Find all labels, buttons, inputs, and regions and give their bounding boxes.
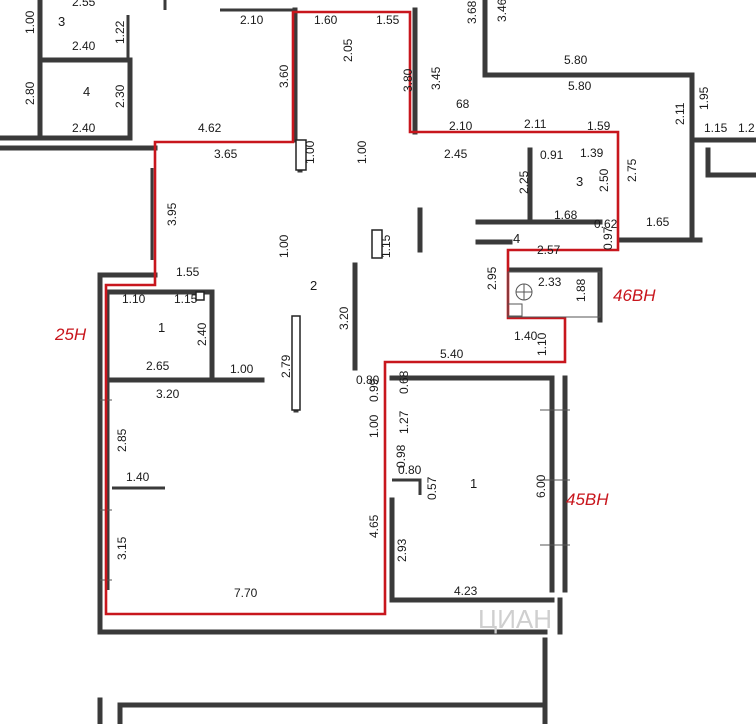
dim-label: 2.79 [279, 354, 293, 378]
dim-label: 2.25 [517, 170, 531, 194]
dim-label: 3.15 [115, 536, 129, 560]
dim-label: 2.85 [115, 428, 129, 452]
dim-label: 1.10 [122, 292, 146, 306]
dim-label: 2.80 [23, 81, 37, 105]
dim-label: 1.00 [277, 234, 291, 258]
zone-46bh: 46ВН [613, 286, 656, 305]
room-4-right: 4 [513, 231, 520, 246]
room-3-right: 3 [576, 174, 583, 189]
dim-label: 3.65 [214, 147, 238, 161]
dim-label: 1.00 [303, 140, 317, 164]
dim-label: 1.59 [587, 119, 611, 133]
dim-label: 3.20 [337, 306, 351, 330]
dim-label: 3.80 [401, 68, 415, 92]
dim-label: 0.57 [425, 476, 439, 500]
dim-label: 1.15 [379, 234, 393, 258]
dim-label: 4.65 [367, 514, 381, 538]
dim-label: 2.45 [444, 147, 468, 161]
dim-label: 2.05 [341, 38, 355, 62]
dim-label: 1.40 [514, 329, 538, 343]
dim-label: 3.95 [165, 202, 179, 226]
dim-label: 2.93 [395, 538, 409, 562]
dim-label: 5.80 [564, 53, 588, 67]
room-2: 2 [310, 278, 317, 293]
dim-label: 68 [456, 97, 470, 111]
dim-label: 3.45 [429, 66, 443, 90]
dim-label: 2.57 [537, 243, 561, 257]
dim-label: 2.95 [485, 266, 499, 290]
dim-label: 0.98 [394, 444, 408, 468]
dim-label: 1.00 [367, 414, 381, 438]
zone-codes: 25Н 46ВН 45ВН [54, 286, 656, 509]
dim-label: 3.20 [156, 387, 180, 401]
dim-label: 2.40 [195, 322, 209, 346]
dim-label: 5.40 [440, 347, 464, 361]
dim-label: 3.60 [277, 64, 291, 88]
dim-label: 3.68 [465, 0, 479, 24]
dim-label: 2.75 [625, 158, 639, 182]
dim-label: 2.65 [146, 359, 170, 373]
dim-label: 2.10 [449, 119, 473, 133]
dim-label: 2.30 [113, 84, 127, 108]
dim-label: 1.15 [704, 121, 728, 135]
dim-label: 2.10 [240, 13, 264, 27]
dim-label: 1.65 [646, 215, 670, 229]
dim-label: 4.62 [198, 121, 222, 135]
watermark: ЦИАН [478, 604, 552, 634]
dim-label: 2.11 [673, 102, 687, 125]
dim-label: 0.80 [356, 373, 380, 387]
dim-label: 1.2 [738, 121, 755, 135]
dim-label: 2.50 [597, 168, 611, 192]
dim-label: 0.91 [540, 148, 564, 162]
dim-label: 7.70 [234, 586, 258, 600]
dim-label: 1.00 [355, 140, 369, 164]
dim-label: 2.11 [524, 117, 547, 131]
dim-label: 0.68 [397, 370, 411, 394]
dim-label: 6.00 [534, 474, 548, 498]
dim-label: 2.40 [72, 39, 96, 53]
zone-25h: 25Н [54, 325, 87, 344]
dim-label: 0.97 [601, 226, 615, 250]
room-labels: 3 4 2 1 1 3 4 [58, 14, 583, 491]
dim-label: 1.55 [176, 265, 200, 279]
dim-label: 1.40 [126, 470, 150, 484]
room-3-top: 3 [58, 14, 65, 29]
dim-label: 3.46 [495, 0, 509, 22]
dim-label: 1.55 [376, 13, 400, 27]
dim-label: 1.22 [113, 20, 127, 44]
dim-label: 0.80 [398, 463, 422, 477]
dim-label: 5.80 [568, 79, 592, 93]
dim-label: 0.62 [594, 217, 618, 231]
dim-label: 1.27 [397, 410, 411, 434]
dim-label: 1.10 [535, 332, 549, 356]
dim-label: 0.99 [367, 378, 381, 402]
dimension-labels: 2.55 1.00 2.40 1.22 2.80 2.30 2.40 2.10 … [23, 0, 755, 600]
utility-fixtures [507, 271, 601, 318]
dim-label: 1.39 [580, 146, 604, 160]
columns [195, 139, 383, 411]
room-1-small: 1 [158, 320, 165, 335]
dim-label: 2.33 [538, 275, 562, 289]
dim-label: 1.88 [574, 278, 588, 302]
dim-label: 1.00 [230, 362, 254, 376]
dim-label: 2.40 [72, 121, 96, 135]
room-1-large: 1 [470, 476, 477, 491]
unit-boundary [104, 10, 620, 616]
room-4-top: 4 [83, 84, 90, 99]
dim-label: 4.23 [454, 584, 478, 598]
dim-label: 2.55 [72, 0, 96, 9]
dim-label: 1.15 [174, 292, 198, 306]
dim-label: 1.95 [697, 86, 711, 110]
zone-45bh: 45ВН [566, 490, 609, 509]
dim-label: 1.68 [554, 208, 578, 222]
dim-label: 1.00 [23, 10, 37, 34]
dim-label: 1.60 [314, 13, 338, 27]
wall-ticks [100, 168, 570, 590]
